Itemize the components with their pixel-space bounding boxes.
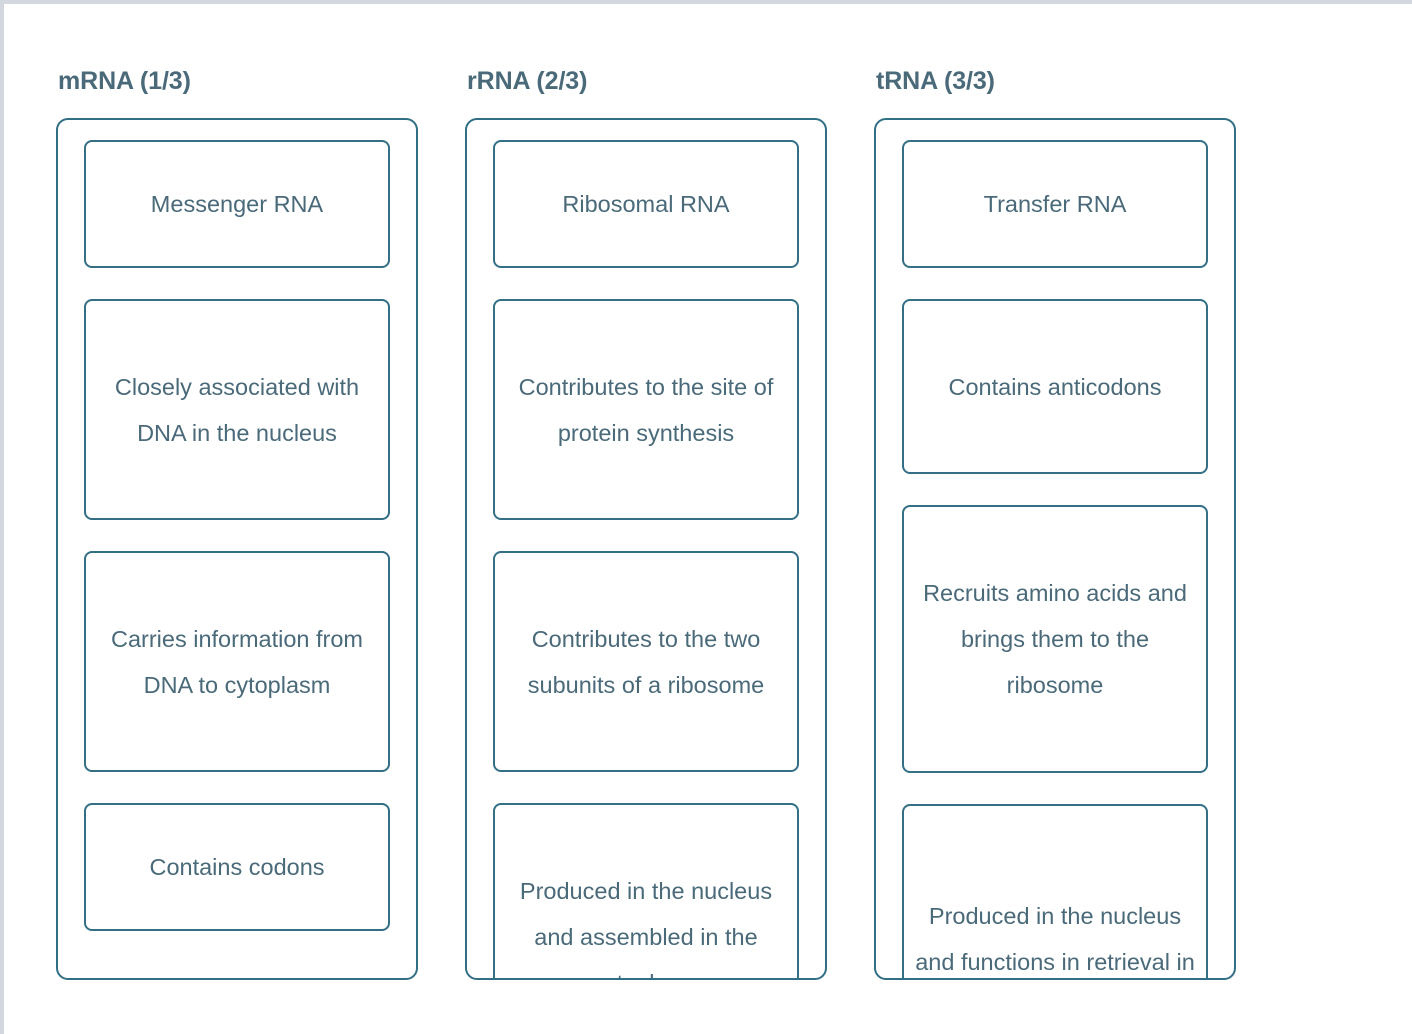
column-heading-mrna: mRNA (1/3) [58,67,191,95]
card-list-trna[interactable]: Transfer RNA Contains anticodons Recruit… [874,118,1236,980]
card-text: Transfer RNA [983,191,1127,217]
card-list-rrna[interactable]: Ribosomal RNA Contributes to the site of… [465,118,827,980]
card-text: Closely associated with DNA in the nucle… [114,373,360,446]
card-text: Messenger RNA [150,191,324,217]
column-mrna: mRNA (1/3) Messenger RNA Closely associa… [56,66,418,980]
card-trna-1[interactable]: Transfer RNA [902,140,1208,268]
card-mrna-2[interactable]: Closely associated with DNA in the nucle… [84,299,390,520]
column-trna: tRNA (3/3) Transfer RNA Contains anticod… [874,66,1236,980]
card-text: Recruits amino acids and brings them to … [923,580,1187,698]
card-rrna-2[interactable]: Contributes to the site of protein synth… [493,299,799,520]
card-mrna-4[interactable]: Contains codons [84,803,390,931]
card-mrna-3[interactable]: Carries information from DNA to cytoplas… [84,551,390,772]
card-text: Produced in the nucleus and functions in… [915,902,1195,975]
rna-type-columns: mRNA (1/3) Messenger RNA Closely associa… [56,66,1236,980]
card-text: Contributes to the two subunits of a rib… [527,625,765,698]
card-trna-3[interactable]: Recruits amino acids and brings them to … [902,505,1208,773]
card-text: Contributes to the site of protein synth… [518,373,774,446]
card-text: Contains codons [149,854,325,880]
column-heading-trna: tRNA (3/3) [876,67,995,95]
card-rrna-1[interactable]: Ribosomal RNA [493,140,799,268]
card-text: Carries information from DNA to cytoplas… [110,625,364,698]
card-mrna-1[interactable]: Messenger RNA [84,140,390,268]
card-text: Contains anticodons [948,373,1162,400]
column-rrna: rRNA (2/3) Ribosomal RNA Contributes to … [465,66,827,980]
card-rrna-4[interactable]: Produced in the nucleus and assembled in… [493,803,799,978]
card-trna-4[interactable]: Produced in the nucleus and functions in… [902,804,1208,978]
card-text: Ribosomal RNA [562,191,730,217]
card-text: Produced in the nucleus and assembled in… [519,878,773,978]
card-trna-2[interactable]: Contains anticodons [902,299,1208,474]
column-heading-rrna: rRNA (2/3) [467,67,588,95]
card-rrna-3[interactable]: Contributes to the two subunits of a rib… [493,551,799,772]
card-list-mrna[interactable]: Messenger RNA Closely associated with DN… [56,118,418,980]
